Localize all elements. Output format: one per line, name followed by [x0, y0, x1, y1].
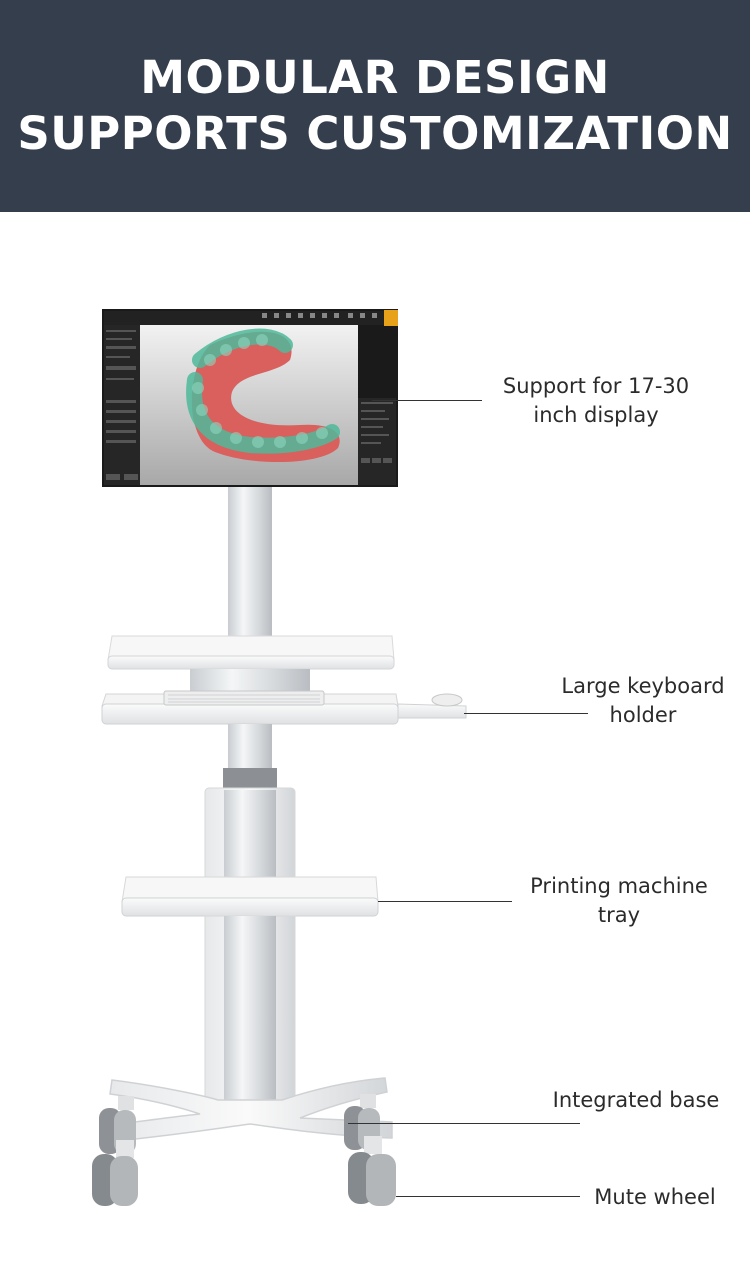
mouse	[431, 693, 463, 707]
integrated-base	[103, 1077, 393, 1143]
title-banner: MODULAR DESIGN SUPPORTS CUSTOMIZATION	[0, 0, 750, 212]
leader-tray	[378, 901, 512, 902]
callout-keyboard-line2: holder	[609, 703, 677, 727]
dental-model	[186, 328, 340, 463]
upper-pole	[228, 487, 272, 637]
brand-logo-icon	[384, 310, 398, 326]
leader-base	[348, 1123, 580, 1124]
keyboard-holder	[101, 690, 467, 725]
leader-keyboard	[464, 713, 588, 714]
wheel-front-left	[92, 1140, 138, 1206]
callout-keyboard: Large keyboard holder	[546, 672, 740, 730]
wheel-front-right	[348, 1136, 396, 1206]
callout-base: Integrated base	[544, 1086, 728, 1115]
callout-display-line2: inch display	[533, 403, 659, 427]
middle-pole	[228, 724, 272, 772]
callout-tray-line1: Printing machine	[530, 874, 708, 898]
callout-display-line1: Support for 17-30	[502, 374, 690, 398]
app-left-panel	[104, 325, 140, 485]
cart-illustration	[0, 212, 750, 1278]
monitor	[102, 309, 398, 487]
leader-display	[372, 400, 482, 401]
upper-tray	[107, 635, 395, 691]
callout-tray: Printing machine tray	[514, 872, 724, 930]
height-adjust-collar	[223, 768, 277, 790]
callout-keyboard-line1: Large keyboard	[561, 674, 725, 698]
toolbar-icons	[262, 313, 377, 318]
app-right-panel	[358, 398, 396, 485]
callout-display: Support for 17-30 inch display	[486, 372, 706, 430]
callout-tray-line2: tray	[597, 903, 641, 927]
mouse-tray	[397, 703, 467, 719]
callout-base-line1: Integrated base	[552, 1088, 720, 1112]
cart-drawing	[92, 309, 467, 1206]
mute-wheels	[92, 1094, 396, 1206]
callout-wheel: Mute wheel	[584, 1183, 726, 1212]
callout-wheel-line1: Mute wheel	[594, 1185, 716, 1209]
leader-wheel	[396, 1196, 580, 1197]
title-line-2: SUPPORTS CUSTOMIZATION	[17, 107, 733, 160]
title-line-1: MODULAR DESIGN	[140, 51, 610, 104]
printing-tray	[121, 876, 379, 917]
keyboard	[163, 690, 325, 706]
